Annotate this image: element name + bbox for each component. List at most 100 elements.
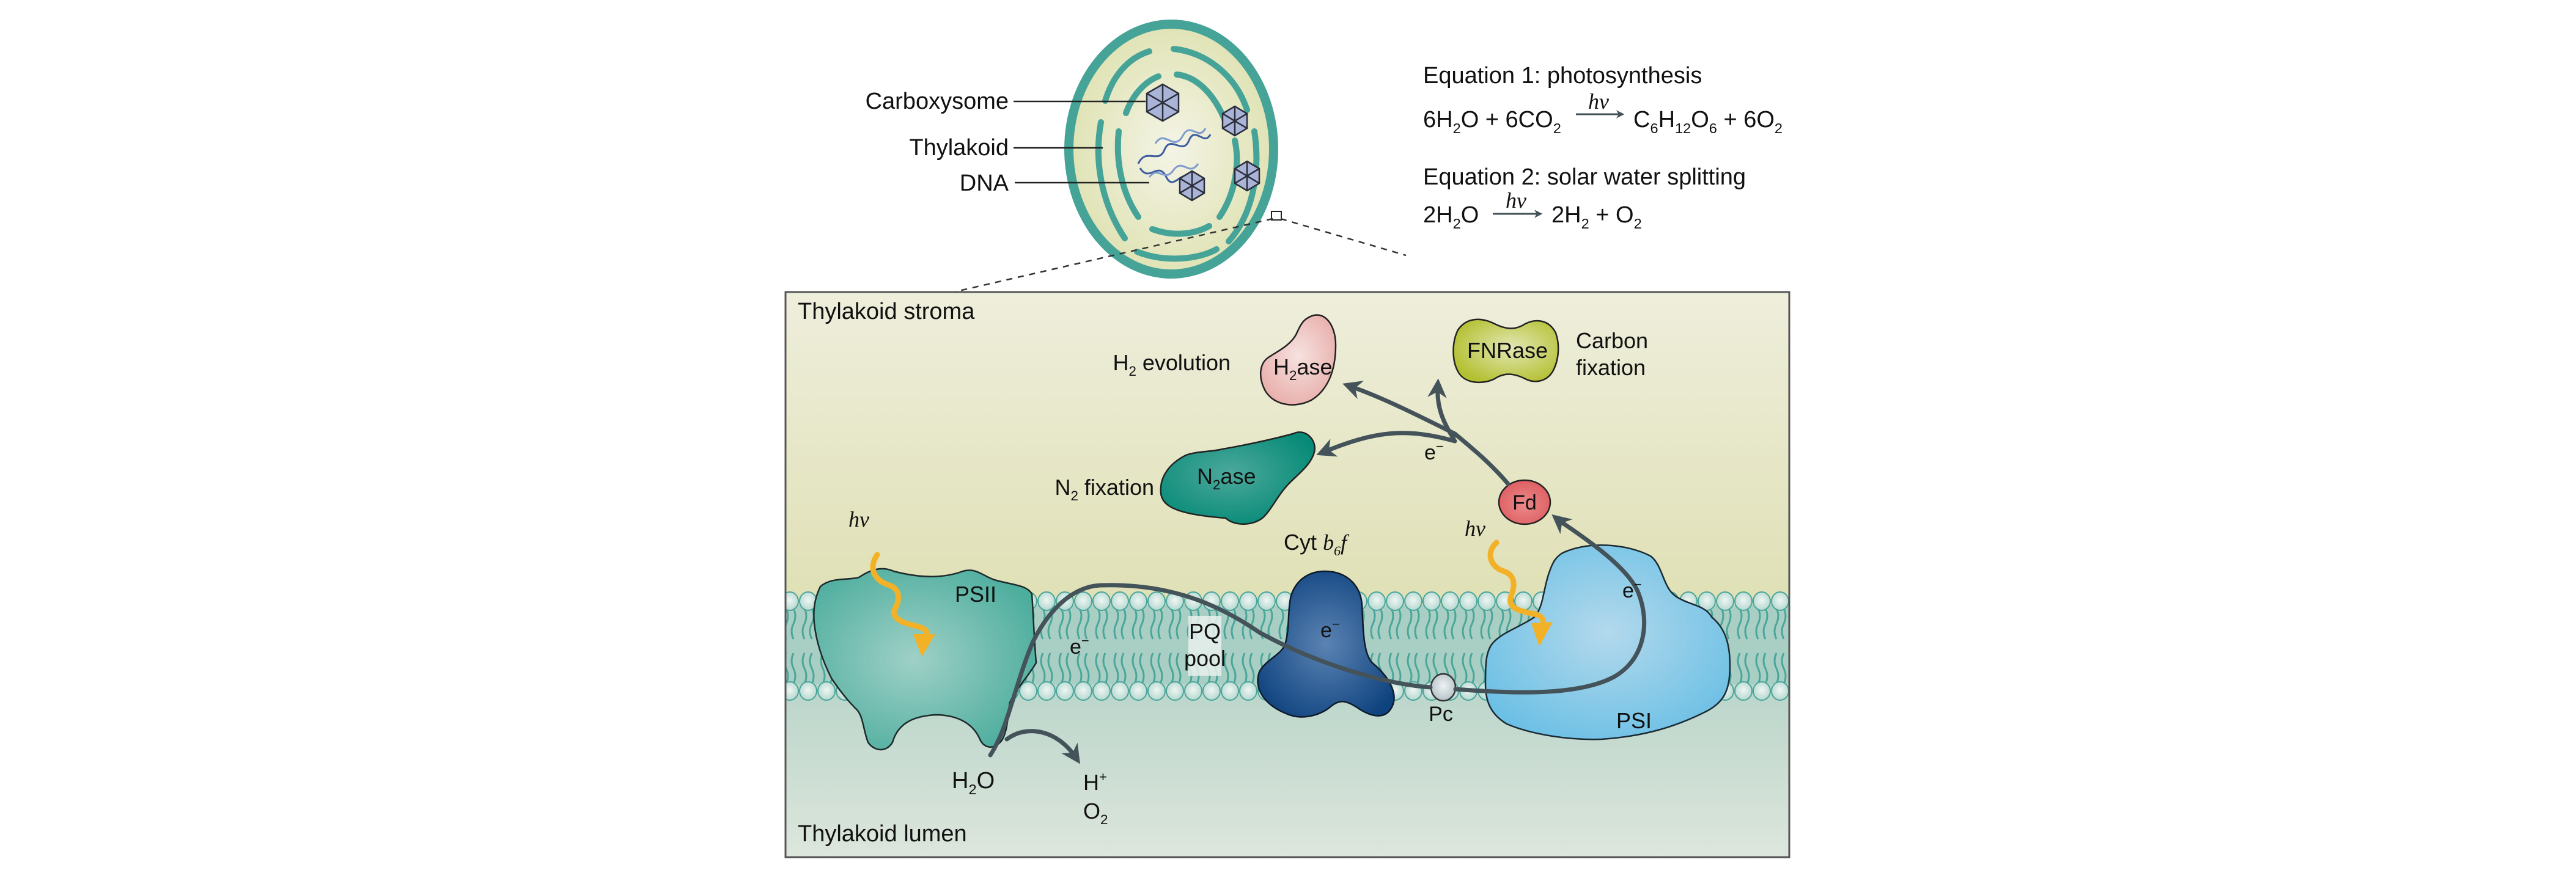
lipid-tail — [1755, 652, 1761, 684]
lipid-head — [1753, 591, 1771, 611]
dna-label: DNA — [960, 170, 1009, 196]
lipid-tail — [1432, 608, 1438, 640]
lipid-head — [1092, 591, 1111, 611]
lipid-tail — [1242, 652, 1248, 684]
lipid-tail — [1157, 608, 1163, 640]
carbon-fixation-label-line2: fixation — [1576, 355, 1646, 380]
electron-label-cyt: e− — [1320, 616, 1340, 642]
lipid-head — [799, 681, 817, 701]
lipid-head — [1202, 681, 1221, 701]
equation-2-reactants: 2H2O — [1423, 202, 1479, 232]
lipid-tail — [1065, 652, 1072, 684]
n2ase-label: N2ase — [1197, 464, 1256, 492]
equation-1-products: C6H12O6 + 6O2 — [1633, 107, 1783, 136]
water-to-psii-path — [988, 583, 1433, 758]
lipid-tail — [1498, 608, 1504, 640]
lipid-tail — [1132, 608, 1138, 640]
lipid-tail — [1469, 652, 1475, 684]
lipid-tail — [1407, 652, 1413, 684]
pq-pool-box — [1188, 616, 1221, 676]
lipid-tail — [1084, 608, 1090, 640]
fd-ferredoxin — [1498, 479, 1551, 525]
lipid-head — [1111, 681, 1129, 701]
lipid-head — [1753, 681, 1771, 701]
lipid-head — [1184, 681, 1202, 701]
lipid-tail — [1102, 608, 1108, 640]
to-h2ase-arrow — [1342, 381, 1457, 436]
lipid-tail — [1762, 652, 1768, 684]
light-arrowhead-psii — [913, 634, 935, 657]
lipid-tail — [1451, 608, 1457, 640]
pc-to-psi-path — [1453, 514, 1647, 695]
light-to-psii-icon — [870, 552, 930, 643]
lipid-head — [1386, 591, 1404, 611]
lipid-tail — [1076, 608, 1083, 640]
oxygen-label: O2 — [1083, 799, 1108, 827]
lipid-head — [1037, 681, 1056, 701]
carbon-fixation-label-line1: Carbon — [1576, 328, 1648, 353]
zoom-lines — [953, 218, 1407, 293]
stroma-label: Thylakoid stroma — [798, 299, 975, 324]
lipid-tail — [1396, 608, 1402, 640]
cyt-b6f-complex — [1257, 570, 1395, 718]
carboxysome-label: Carboxysome — [866, 89, 1009, 114]
equation-1: Equation 1: photosynthesis 6H2O + 6CO2 h… — [1423, 63, 1783, 136]
lipid-head — [1367, 591, 1386, 611]
lipid-head — [1734, 591, 1753, 611]
lipid-tail — [1480, 652, 1486, 684]
lipid-head — [1771, 681, 1789, 701]
lipid-head — [1037, 591, 1056, 611]
lipid-tail — [1176, 652, 1182, 684]
lipid-head — [1074, 681, 1092, 701]
lipid-tail — [1095, 608, 1101, 640]
zoom-region-marker — [1271, 211, 1282, 221]
psi-label: PSI — [1616, 708, 1652, 733]
lipid-tail — [1113, 652, 1119, 684]
lipid-tail — [1407, 608, 1413, 640]
light-label-psii: hv — [848, 507, 869, 532]
lipid-tail — [801, 608, 808, 640]
lipid-tail — [1744, 652, 1750, 684]
lipid-head — [1734, 681, 1753, 701]
lipid-tail — [1414, 608, 1420, 640]
lipid-head — [1221, 591, 1239, 611]
n2-fixation-label: N2 fixation — [1055, 475, 1155, 503]
lipid-head — [786, 681, 799, 701]
to-n2ase-arrow — [1316, 431, 1457, 457]
lipid-tail — [809, 652, 815, 684]
n2ase-enzyme — [1160, 431, 1316, 525]
psii-complex — [813, 568, 1037, 751]
thylakoid-membranes — [1095, 46, 1260, 262]
lipid-tail — [820, 652, 826, 684]
lipid-tail — [1443, 608, 1449, 640]
lipid-tail — [1249, 652, 1255, 684]
dna-strands — [1137, 128, 1212, 183]
lipid-tail — [1065, 608, 1072, 640]
water-label: H2O — [952, 768, 995, 797]
lipid-head — [1221, 681, 1239, 701]
lumen-label: Thylakoid lumen — [798, 821, 967, 847]
lipid-tail — [1076, 652, 1083, 684]
lipid-head — [1459, 591, 1478, 611]
lipid-tail — [1425, 608, 1431, 640]
cell-cytoplasm — [1073, 29, 1269, 269]
thylakoid-label: Thylakoid — [909, 135, 1009, 161]
lipid-tail — [1157, 652, 1163, 684]
lipid-head — [1147, 681, 1166, 701]
lipid-head — [1129, 681, 1147, 701]
lipid-tail — [1451, 652, 1457, 684]
proton-label: H+ — [1083, 769, 1107, 795]
lipid-head — [1239, 681, 1257, 701]
lipid-tail — [1132, 652, 1138, 684]
cell-callouts — [1014, 100, 1149, 184]
lipid-tail — [1377, 608, 1383, 640]
lipid-tail — [1139, 608, 1145, 640]
lipid-tail — [1737, 652, 1743, 684]
lipid-head — [1147, 591, 1166, 611]
equation-1-light-label: hv — [1588, 89, 1609, 114]
pc-label: Pc — [1429, 703, 1453, 726]
lipid-head — [1056, 681, 1074, 701]
fnrase-enzyme — [1452, 318, 1559, 384]
lipid-head — [1074, 591, 1092, 611]
to-fnrase-arrow — [1427, 378, 1456, 441]
